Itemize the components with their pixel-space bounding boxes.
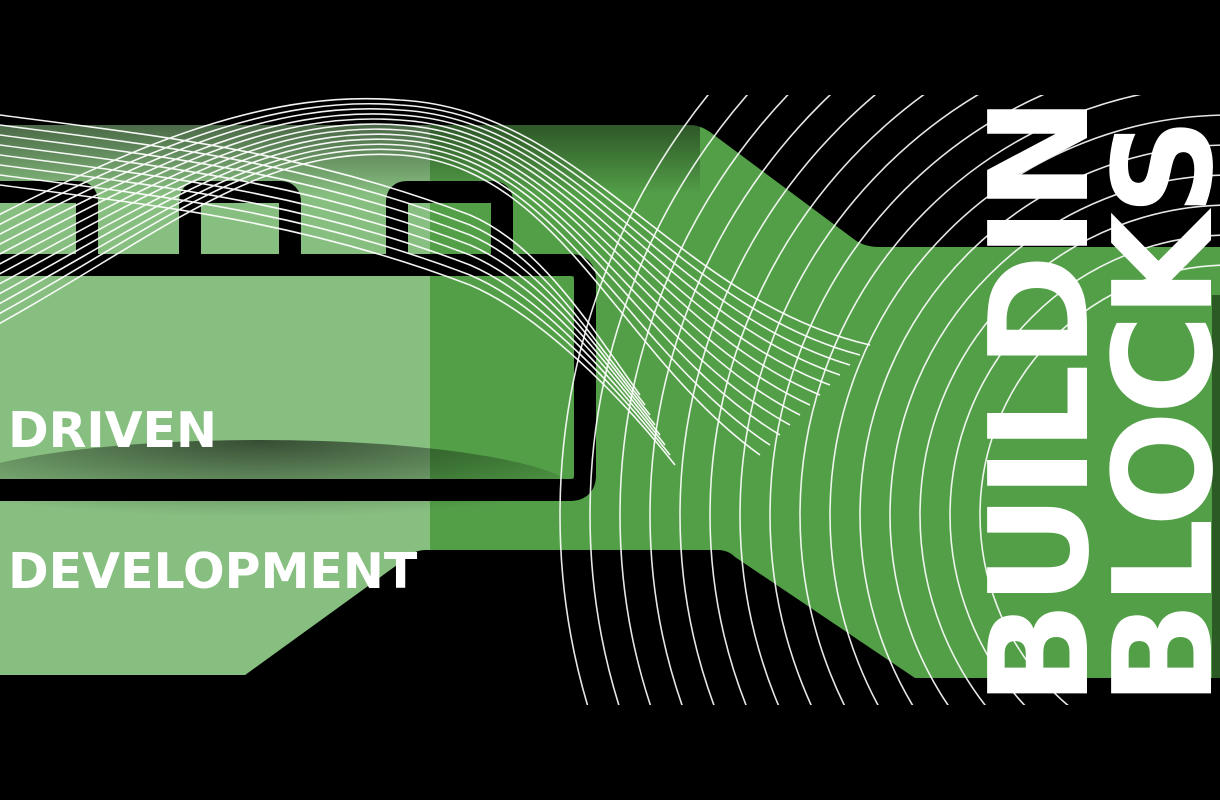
vertical-text-blocks: BLOCKS [1085, 121, 1220, 705]
brick-outline [0, 181, 596, 501]
wave-lines [0, 97, 871, 466]
building-blocks-banner: DRIVEN DEVELOPMENT BUILDING BLOCKS [0, 95, 1220, 705]
title-line-2: DEVELOPMENT [8, 543, 418, 600]
title-line-1: DRIVEN [8, 402, 218, 459]
banner-title: DRIVEN DEVELOPMENT [8, 313, 417, 689]
vertical-text-building: BUILDING [961, 95, 1120, 705]
banner-artwork [0, 95, 1220, 705]
arc-lines [559, 95, 1220, 705]
